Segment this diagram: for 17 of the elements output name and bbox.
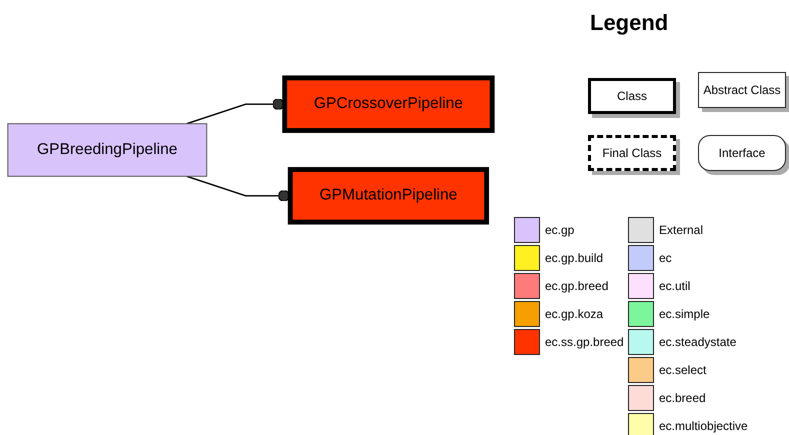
legend-text: External bbox=[659, 223, 704, 237]
node-box: GPBreedingPipeline bbox=[7, 123, 208, 177]
legend-text: ec.simple bbox=[659, 307, 710, 321]
legend-text: ec.gp.koza bbox=[545, 307, 604, 321]
legend-text: ec.select bbox=[659, 363, 706, 377]
legend-text: ec.ss.gp.breed bbox=[545, 335, 624, 349]
node-box: GPCrossoverPipeline bbox=[282, 75, 495, 133]
legend-text: ec.gp.build bbox=[545, 251, 604, 265]
legend-text: ec.gp.breed bbox=[545, 279, 608, 293]
legend-text: ec.steadystate bbox=[659, 335, 736, 349]
node-box: GPMutationPipeline bbox=[288, 167, 490, 225]
legend-text: ec.gp bbox=[545, 223, 574, 237]
legend-text: ec.util bbox=[659, 279, 690, 293]
legend-text: ec bbox=[659, 251, 672, 265]
legend-text: ec.multiobjective bbox=[659, 419, 748, 433]
legend-title: Legend bbox=[590, 10, 668, 36]
legend-text: ec.breed bbox=[659, 391, 706, 405]
